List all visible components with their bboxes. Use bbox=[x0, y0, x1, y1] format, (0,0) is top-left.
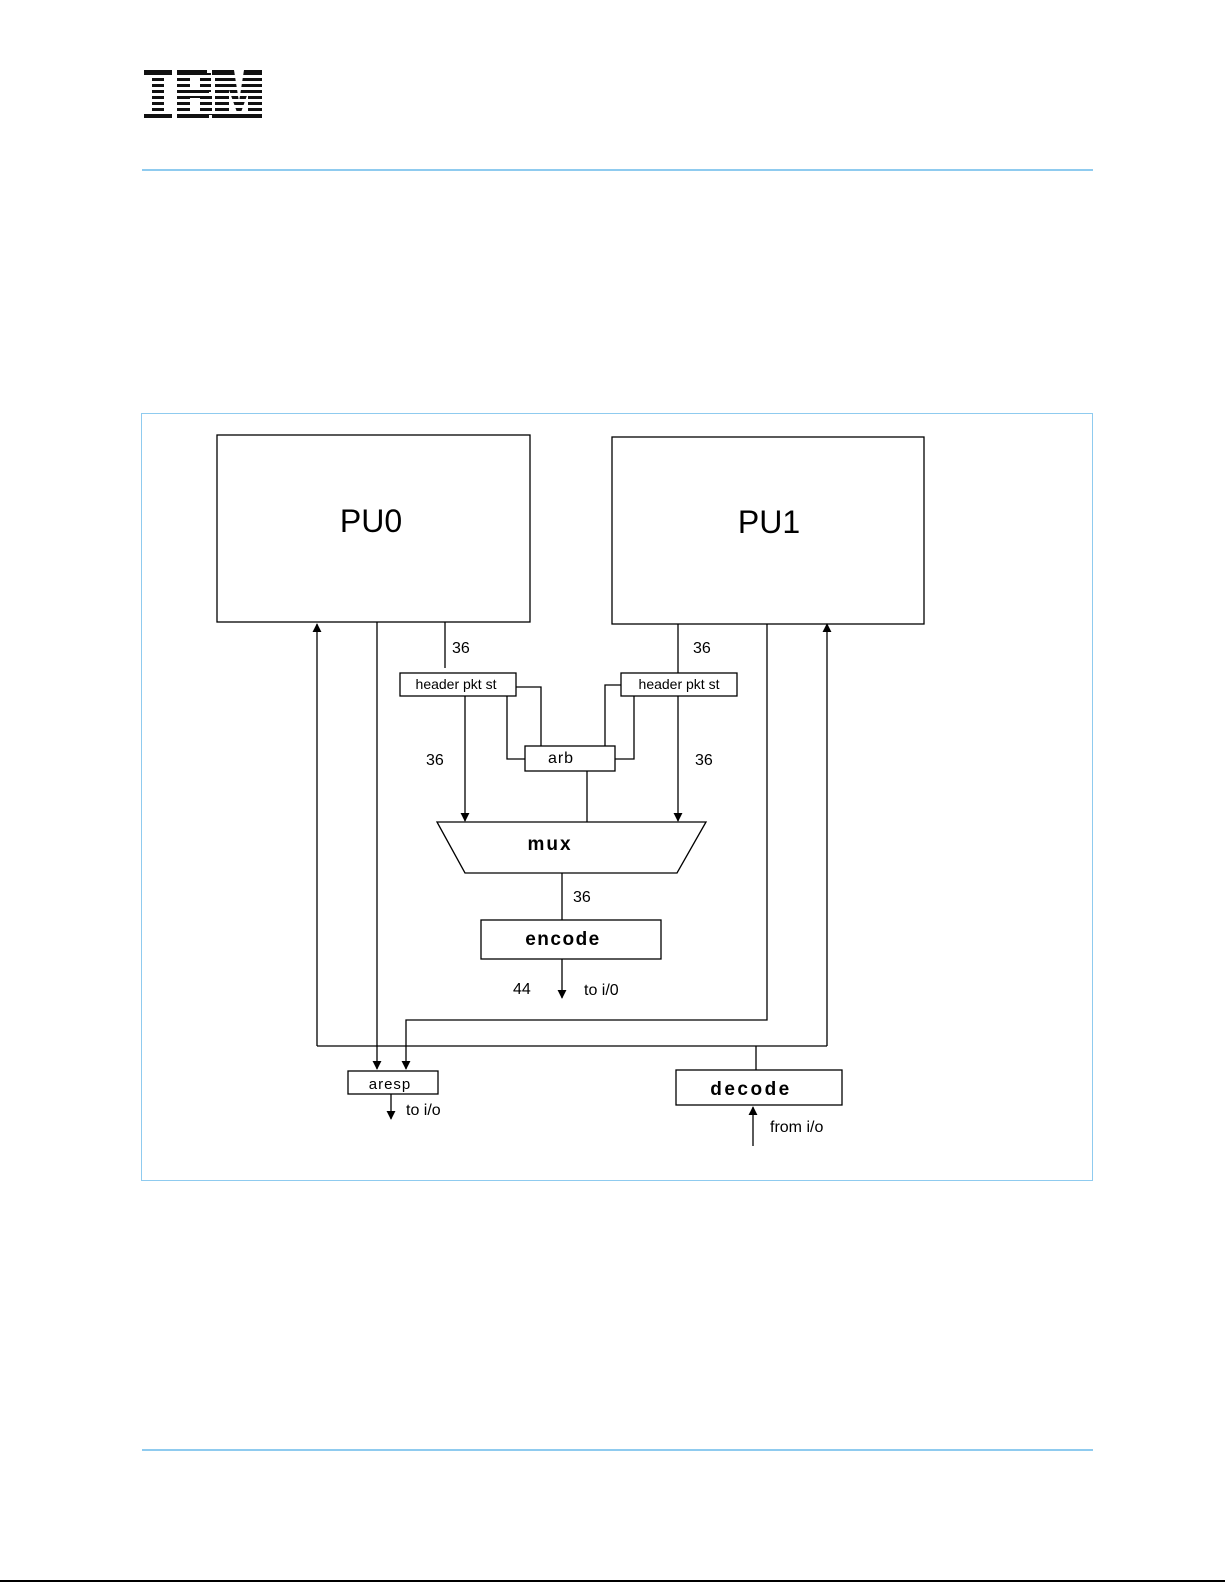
aresp-label: aresp bbox=[369, 1076, 412, 1093]
width-pu0-out: 36 bbox=[452, 640, 470, 657]
width-mux-out: 36 bbox=[573, 889, 591, 906]
header-left-label: header pkt st bbox=[416, 676, 497, 692]
decode-src-label: from i/o bbox=[770, 1119, 823, 1136]
footer-rule bbox=[142, 1449, 1093, 1451]
decode-label: decode bbox=[710, 1079, 792, 1100]
aresp-dest-label: to i/o bbox=[406, 1102, 441, 1119]
width-encode-out: 44 bbox=[513, 981, 531, 998]
width-pu1-out: 36 bbox=[693, 640, 711, 657]
header-right-label: header pkt st bbox=[639, 676, 720, 692]
encode-label: encode bbox=[525, 929, 601, 950]
arb-label: arb bbox=[548, 750, 574, 767]
width-left-to-mux: 36 bbox=[426, 752, 444, 769]
encode-dest-label: to i/0 bbox=[584, 982, 619, 999]
mux-label: mux bbox=[527, 834, 572, 855]
width-right-to-mux: 36 bbox=[695, 752, 713, 769]
page-bottom-edge bbox=[0, 1580, 1225, 1587]
pu1-label: PU1 bbox=[738, 504, 800, 540]
pu0-label: PU0 bbox=[340, 503, 402, 539]
